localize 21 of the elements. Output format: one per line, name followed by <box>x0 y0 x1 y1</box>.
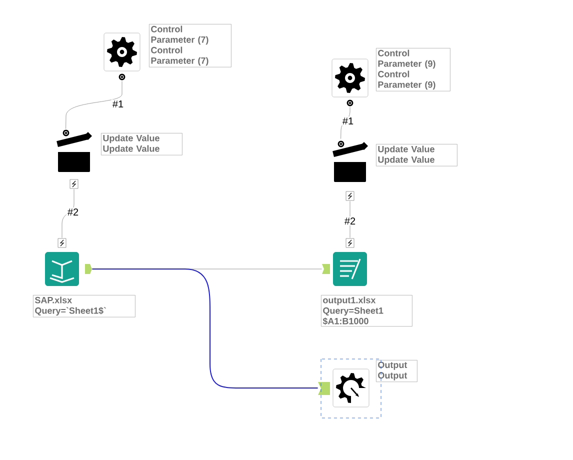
connector <box>66 81 122 129</box>
connector <box>340 107 350 139</box>
tool-icon <box>332 58 368 106</box>
edge-label: #2 <box>66 208 80 216</box>
tool-icon <box>104 32 140 80</box>
annotation-box: Update Value Update Value <box>101 133 182 156</box>
tool-icon <box>56 130 92 189</box>
tool-icon <box>322 238 367 286</box>
tool-icon <box>332 140 368 201</box>
annotation-box: Control Parameter (9) Control Parameter (9) <box>376 48 450 92</box>
annotation-box: Output Output <box>376 360 418 382</box>
edge-label: #2 <box>343 216 357 226</box>
edge-label: #1 <box>111 100 125 108</box>
tool-icon <box>45 238 92 286</box>
annotation-box: output1.xlsx Query=Sheet1 $A1:B1000 <box>321 295 412 327</box>
edge-label: #1 <box>341 116 355 126</box>
tool-icon <box>318 368 370 408</box>
annotation-box: Control Parameter (7) Control Parameter (7) <box>149 24 232 68</box>
annotation-box: SAP.xlsx Query=`Sheet1$` <box>33 295 136 318</box>
connector <box>62 189 74 238</box>
annotation-box: Update Value Update Value <box>376 144 458 166</box>
